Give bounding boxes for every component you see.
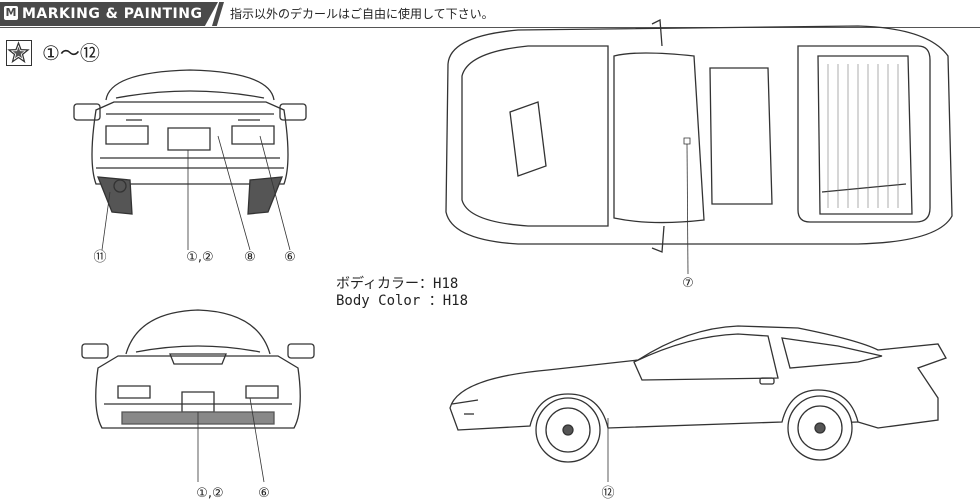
top-view-drawing (438, 16, 978, 264)
body-color-en: Body Color ：H18 (336, 293, 469, 309)
section-title: MARKING & PAINTING (22, 6, 203, 22)
callout-front-6: ⑥ (258, 486, 270, 501)
decal-range-label: ①〜⑫ (42, 41, 100, 65)
decal-note: 指示以外のデカールはご自由に使用して下さい。 (230, 7, 494, 21)
callout-rear-6: ⑥ (284, 250, 296, 265)
header-divider (0, 27, 980, 28)
rear-view-drawing (70, 62, 310, 222)
callout-rear-8: ⑧ (244, 250, 256, 265)
header-banner (0, 2, 218, 26)
callout-rear-1-2: ①,② (186, 250, 214, 265)
callout-rear-11: ⑪ (93, 250, 107, 265)
front-view-drawing (78, 300, 318, 450)
body-color-jp: ボディカラー：H18 (336, 276, 459, 292)
side-view-drawing (438, 318, 978, 486)
callout-side-12: ⑫ (601, 486, 615, 501)
star-icon (6, 40, 32, 66)
callout-front-1-2: ①,② (196, 486, 224, 501)
brand-logo-icon: M (4, 6, 18, 20)
callout-top-7: ⑦ (682, 276, 694, 291)
